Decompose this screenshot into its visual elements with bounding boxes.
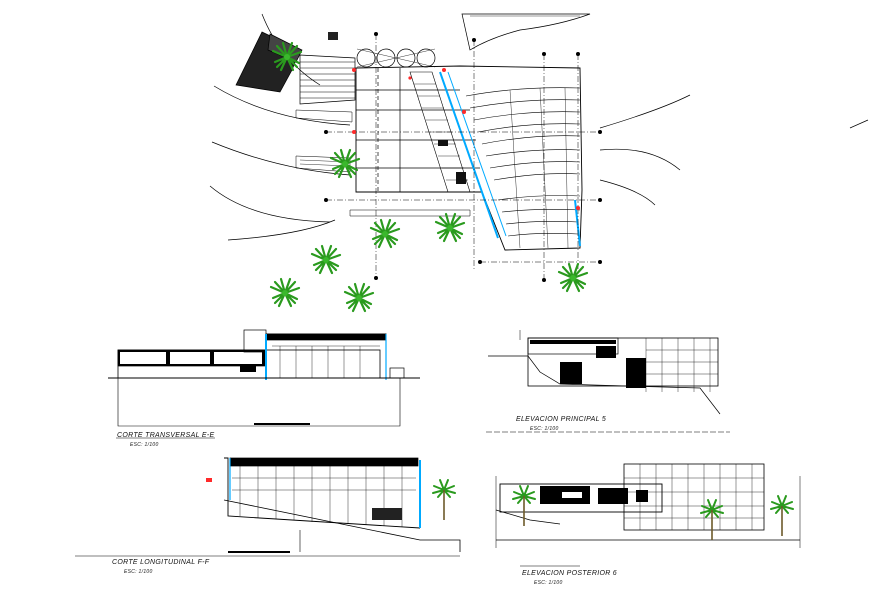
section-ee-scale: ESC: 1/100 (130, 442, 159, 448)
elevation-5-title: ELEVACION PRINCIPAL 5 (516, 416, 607, 423)
site-plan (209, 13, 869, 282)
elevation-6-title: ELEVACION POSTERIOR 6 (522, 570, 617, 577)
palm-tree-section-ff (432, 479, 456, 521)
section-ee-drawing (108, 329, 420, 439)
tree-elevation-6-c (770, 495, 794, 537)
elevation-5-scale: ESC: 1/100 (530, 426, 559, 432)
elevation-5-drawing (486, 330, 730, 433)
elevation-6-scale: ESC: 1/100 (534, 580, 563, 586)
section-ee-title: CORTE TRANSVERSAL E-E (117, 432, 215, 439)
section-ff-title: CORTE LONGITUDINAL F-F (112, 559, 210, 566)
section-ff-scale: ESC: 1/100 (124, 569, 153, 575)
palm-trees-plan (269, 41, 589, 313)
section-ff-drawing (75, 457, 461, 557)
elevation-6-drawing (495, 463, 801, 567)
